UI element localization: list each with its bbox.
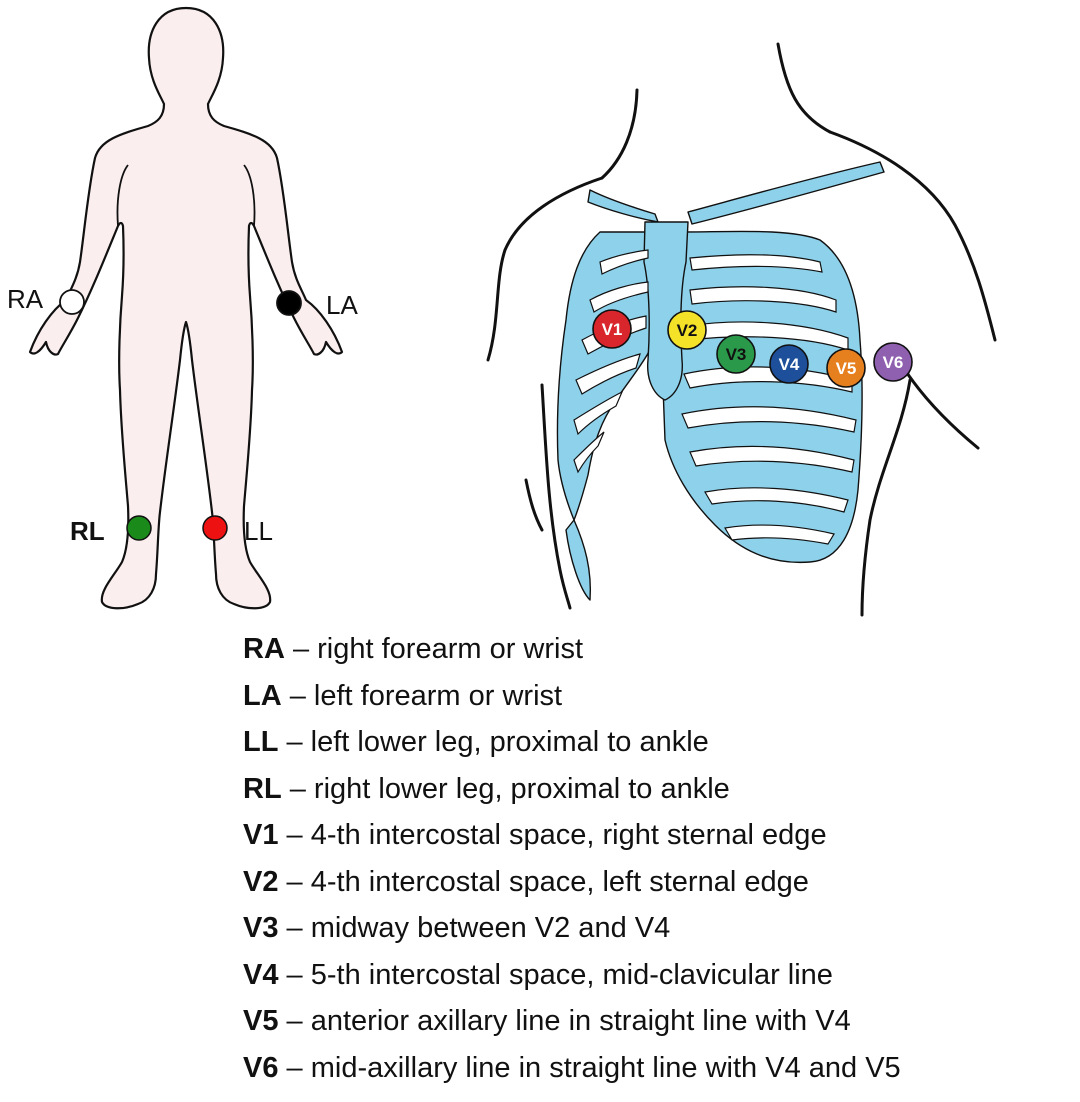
legend-item-ra: RA – right forearm or wrist [243, 633, 584, 665]
electrode-la [276, 290, 302, 316]
label-v4: V4 [779, 355, 800, 374]
electrode-legend: RA – right forearm or wrist LA – left fo… [243, 626, 901, 1091]
body-figure [28, 6, 344, 610]
label-ra: RA [7, 284, 44, 314]
label-v1: V1 [602, 320, 623, 339]
label-v6: V6 [883, 353, 904, 372]
torso-outline [486, 42, 997, 617]
legend-item-ll: LL – left lower leg, proximal to ankle [243, 726, 709, 758]
sternum [643, 221, 689, 401]
label-v5: V5 [836, 359, 857, 378]
legend-item-v6: V6 – mid-axillary line in straight line … [243, 1051, 901, 1084]
label-v2: V2 [677, 321, 698, 340]
electrode-v4 [769, 344, 809, 384]
legend-item-v4: V4 – 5-th intercostal space, mid-clavicu… [243, 958, 833, 991]
electrode-v6 [873, 342, 913, 382]
legend-item-v1: V1 – 4-th intercostal space, right stern… [243, 819, 827, 851]
label-rl: RL [70, 516, 105, 546]
electrode-rl [126, 515, 152, 541]
legend-item-v5: V5 – anterior axillary line in straight … [243, 1005, 851, 1037]
label-v3: V3 [726, 345, 747, 364]
legend-item-v3: V3 – midway between V2 and V4 [243, 912, 671, 944]
body-silhouette [28, 6, 344, 610]
electrode-v1 [592, 309, 632, 349]
legend-item-v2: V2 – 4-th intercostal space, left sterna… [243, 865, 809, 898]
electrode-v5 [826, 348, 866, 388]
electrode-v2 [667, 310, 707, 350]
electrode-v3 [716, 334, 756, 374]
legend-item-rl: RL – right lower leg, proximal to ankle [243, 772, 730, 805]
electrode-ra [59, 289, 85, 315]
label-la: LA [326, 290, 358, 320]
electrode-ll [202, 515, 228, 541]
label-ll: LL [244, 516, 273, 546]
chest-electrodes: V1 V2 V3 V4 V5 V6 [592, 309, 913, 388]
ecg-placement-diagram: RA LA RL LL [7, 6, 997, 617]
legend-item-la: LA – left forearm or wrist [243, 679, 563, 712]
